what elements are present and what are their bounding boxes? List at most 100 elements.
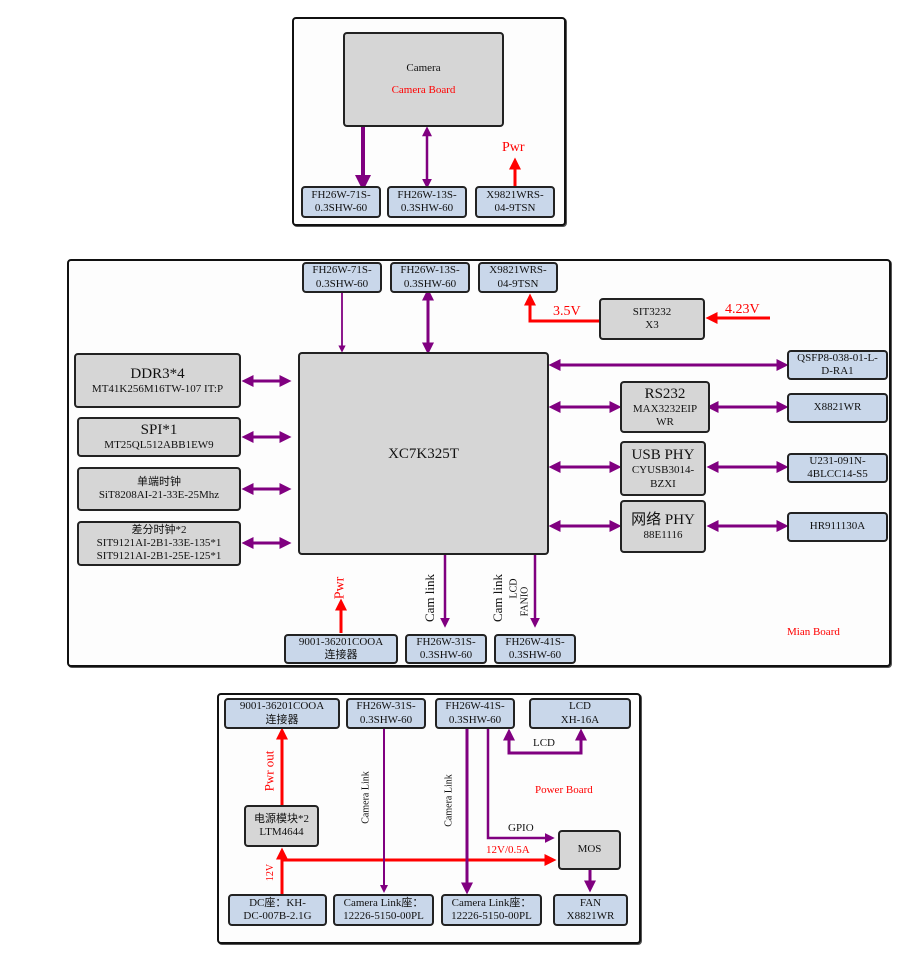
main-connector-71s[interactable]: FH26W-71S- 0.3SHW-60: [302, 262, 382, 293]
dc-jack-connector[interactable]: DC座：KH- DC-007B-2.1G: [228, 894, 327, 926]
connector-line1: FH26W-13S-: [397, 188, 457, 201]
main-fanio-label: FANIO: [519, 586, 531, 617]
connector-line2: 0.3SHW-60: [419, 649, 473, 661]
connector-line2: 0.3SHW-60: [448, 713, 502, 726]
connector-line1: QSFP8-038-01-L-: [797, 351, 878, 364]
connector-line1: FH26W-13S-: [400, 264, 460, 277]
camera-connector-13s[interactable]: FH26W-13S- 0.3SHW-60: [387, 186, 467, 218]
camera-pwr-label: Pwr: [502, 140, 525, 155]
camera-link-label-1: Camera Link: [360, 771, 372, 824]
usb-connector[interactable]: U231-091N- 4BLCC14-S5: [787, 453, 888, 483]
main-pwr-label: Pwr: [332, 576, 348, 600]
fan-power-label: 12V/0.5A: [486, 844, 530, 856]
pwr-out-label: Pwr out: [261, 750, 277, 792]
block-part: SiT8208AI-21-33E-25Mhz: [98, 489, 220, 501]
single-ended-clock-block[interactable]: 单端时钟 SiT8208AI-21-33E-25Mhz: [77, 467, 241, 511]
connector-line1: 9001-36201COOA: [298, 635, 384, 648]
main-connector-9001[interactable]: 9001-36201COOA 连接器: [284, 634, 398, 664]
gpio-label: GPIO: [508, 822, 534, 834]
main-connector-x9821[interactable]: X9821WRS- 04-9TSN: [478, 262, 558, 293]
camera-connector-x9821[interactable]: X9821WRS- 04-9TSN: [475, 186, 555, 218]
connector-line2: 连接器: [265, 713, 299, 726]
regulator-line2: X3: [645, 319, 659, 331]
connector-line1: 9001-36201COOA: [239, 700, 325, 713]
connector-line1: Camera Link座：: [343, 896, 424, 909]
phy-part: WR: [656, 416, 674, 428]
phy-part: CYUSB3014-: [631, 464, 695, 477]
connector-line2: DC-007B-2.1G: [243, 910, 312, 922]
power-connector-31s[interactable]: FH26W-31S- 0.3SHW-60: [346, 698, 426, 729]
connector-line2: 04-9TSN: [497, 277, 539, 290]
main-connector-13s[interactable]: FH26W-13S- 0.3SHW-60: [390, 262, 470, 293]
ddr3-block[interactable]: DDR3*4 MT41K256M16TW-107 IT:P: [74, 353, 241, 408]
power-connector-41s[interactable]: FH26W-41S- 0.3SHW-60: [435, 698, 515, 729]
connector-line1: FH26W-31S-: [416, 635, 476, 648]
connector-line1: FH26W-71S-: [312, 264, 372, 277]
connector-line2: 0.3SHW-60: [315, 277, 369, 290]
block-title: 差分时钟*2: [131, 523, 187, 536]
block-title: SPI*1: [140, 422, 178, 439]
camera-connector-71s[interactable]: FH26W-71S- 0.3SHW-60: [301, 186, 381, 218]
cam-link-label-1: Cam link: [422, 573, 438, 623]
spi-flash-block[interactable]: SPI*1 MT25QL512ABB1EW9: [77, 417, 241, 457]
connector-line1: Camera Link座：: [451, 896, 532, 909]
connector-line2: 连接器: [324, 649, 358, 661]
regulator-sit3232[interactable]: SIT3232 X3: [599, 298, 705, 340]
differential-clock-block[interactable]: 差分时钟*2 SIT9121AI-2B1-33E-135*1 SIT9121AI…: [77, 521, 241, 566]
connector-line1: X9821WRS-: [486, 188, 544, 201]
regulator-line1: SIT3232: [632, 305, 672, 318]
phy-title: USB PHY: [631, 447, 695, 464]
phy-part: MAX3232EIP: [632, 402, 698, 415]
connector-line1: U231-091N-: [809, 454, 866, 467]
connector-line1: FH26W-71S-: [311, 188, 371, 201]
mos-block[interactable]: MOS: [558, 830, 621, 870]
connector-line1: DC座：KH-: [249, 896, 306, 909]
block-part: SIT9121AI-2B1-33E-135*1: [96, 536, 222, 549]
camera-link-connector-1[interactable]: Camera Link座： 12226-5150-00PL: [333, 894, 434, 926]
camera-board-label: Camera Board: [391, 83, 456, 96]
mos-label: MOS: [577, 843, 602, 856]
module-line2: LTM4644: [259, 826, 304, 838]
block-title: 单端时钟: [137, 475, 181, 488]
rs232-phy[interactable]: RS232 MAX3232EIP WR: [620, 381, 710, 433]
phy-title: RS232: [644, 385, 686, 402]
connector-line2: X8821WR: [566, 910, 615, 922]
main-connector-41s[interactable]: FH26W-41S- 0.3SHW-60: [494, 634, 576, 664]
connector-line1: LCD: [569, 700, 591, 713]
block-title: DDR3*4: [130, 365, 185, 382]
connector-line1: FH26W-41S-: [445, 700, 505, 713]
qsfp-connector[interactable]: QSFP8-038-01-L- D-RA1: [787, 350, 888, 380]
camera-link-label-2: Camera Link: [443, 774, 455, 827]
connector-line2: 12226-5150-00PL: [343, 910, 424, 922]
block-part: SIT9121AI-2B1-25E-125*1: [96, 550, 222, 563]
rj45-connector[interactable]: HR911130A: [787, 512, 888, 542]
usb-phy[interactable]: USB PHY CYUSB3014- BZXI: [620, 441, 706, 496]
camera-block[interactable]: Camera Camera Board: [343, 32, 504, 127]
power-board-label: Power Board: [535, 784, 593, 796]
phy-part: 88E1116: [643, 528, 683, 541]
fan-connector[interactable]: FAN X8821WR: [553, 894, 628, 926]
connector-line1: HR911130A: [809, 520, 866, 533]
voltage-4v23-label: 4.23V: [725, 302, 760, 317]
connector-line1: FH26W-41S-: [505, 635, 565, 648]
voltage-3v5-label: 3.5V: [553, 304, 581, 319]
phy-title: 网络 PHY: [631, 511, 695, 528]
fpga-label: XC7K325T: [388, 445, 459, 462]
power-connector-9001[interactable]: 9001-36201COOA 连接器: [224, 698, 340, 729]
connector-line2: 0.3SHW-60: [314, 202, 368, 214]
camera-link-connector-2[interactable]: Camera Link座： 12226-5150-00PL: [441, 894, 542, 926]
main-connector-31s[interactable]: FH26W-31S- 0.3SHW-60: [405, 634, 487, 664]
connector-line1: FH26W-31S-: [356, 700, 416, 713]
power-module-ltm4644[interactable]: 电源模块*2 LTM4644: [244, 805, 319, 847]
block-part: MT41K256M16TW-107 IT:P: [91, 382, 224, 395]
main-board-label: Mian Board: [787, 626, 840, 638]
power-connector-lcd[interactable]: LCD XH-16A: [529, 698, 631, 729]
connector-line2: 12226-5150-00PL: [451, 910, 532, 922]
ethernet-phy[interactable]: 网络 PHY 88E1116: [620, 500, 706, 553]
connector-line2: 4BLCC14-S5: [807, 468, 868, 480]
fpga-xc7k325t[interactable]: XC7K325T: [298, 352, 549, 555]
main-lcd-label: LCD: [508, 578, 520, 599]
block-part: MT25QL512ABB1EW9: [104, 439, 214, 452]
connector-line2: 0.3SHW-60: [508, 649, 562, 661]
x8821wr-connector[interactable]: X8821WR: [787, 393, 888, 423]
